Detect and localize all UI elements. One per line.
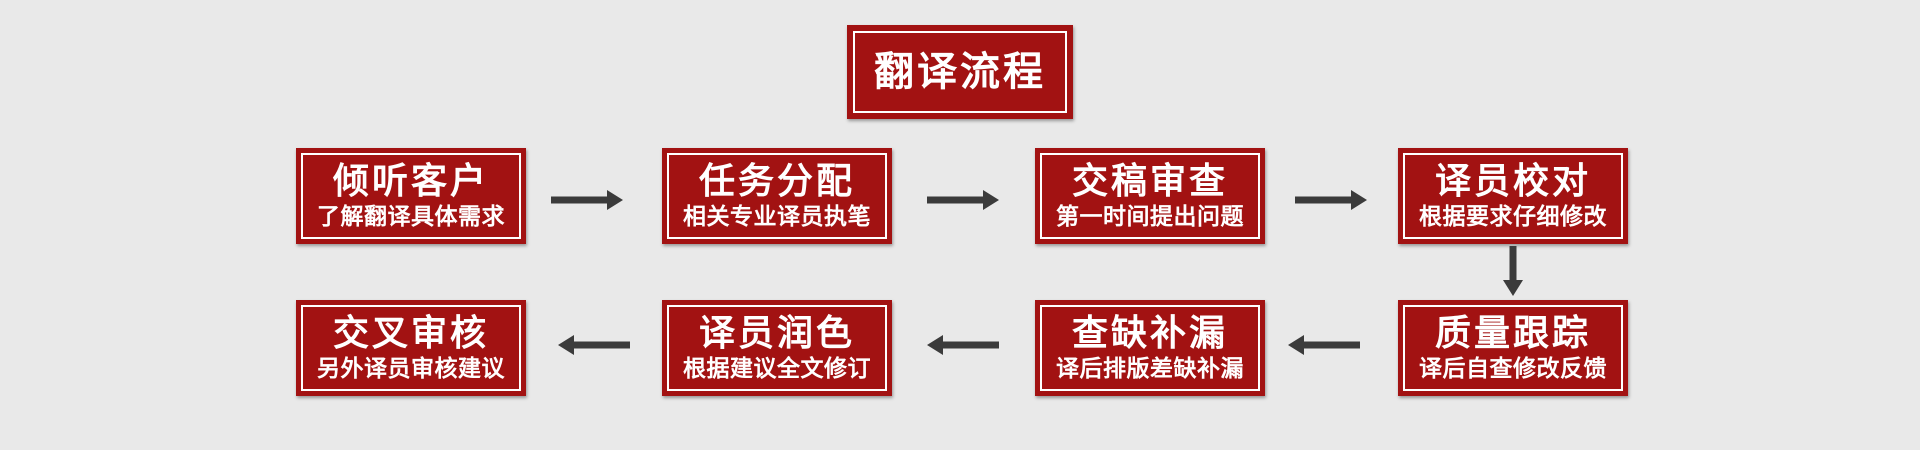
step-subtitle: 了解翻译具体需求 (317, 203, 505, 230)
flow-step-task-assignment: 任务分配 相关专业译员执笔 (662, 148, 892, 244)
step-subtitle: 根据建议全文修订 (683, 355, 871, 382)
step-heading: 倾听客户 (332, 160, 489, 202)
flowchart-title: 翻译流程 (874, 49, 1046, 95)
step-subtitle: 另外译员审核建议 (317, 355, 505, 382)
step-heading: 质量跟踪 (1434, 312, 1591, 354)
flow-step-translator-proofreading: 译员校对 根据要求仔细修改 (1398, 148, 1628, 244)
step-subtitle: 译后排版差缺补漏 (1056, 355, 1244, 382)
flow-step-listen-to-customer: 倾听客户 了解翻译具体需求 (296, 148, 526, 244)
step-heading: 译员润色 (698, 312, 855, 354)
flow-step-gap-filling: 查缺补漏 译后排版差缺补漏 (1035, 300, 1265, 396)
flowchart-title-box: 翻译流程 (847, 25, 1073, 119)
arrow-down-icon (1495, 246, 1531, 296)
arrow-left-icon (558, 327, 630, 363)
arrow-right-icon (927, 182, 999, 218)
flow-step-cross-review: 交叉审核 另外译员审核建议 (296, 300, 526, 396)
step-heading: 查缺补漏 (1071, 312, 1228, 354)
step-heading: 译员校对 (1434, 160, 1591, 202)
step-subtitle: 根据要求仔细修改 (1419, 203, 1607, 230)
flow-step-draft-review: 交稿审查 第一时间提出问题 (1035, 148, 1265, 244)
step-heading: 任务分配 (698, 160, 855, 202)
flow-step-quality-tracking: 质量跟踪 译后自查修改反馈 (1398, 300, 1628, 396)
step-subtitle: 相关专业译员执笔 (683, 203, 871, 230)
arrow-right-icon (551, 182, 623, 218)
arrow-left-icon (927, 327, 999, 363)
step-subtitle: 译后自查修改反馈 (1419, 355, 1607, 382)
step-subtitle: 第一时间提出问题 (1056, 203, 1244, 230)
arrow-left-icon (1288, 327, 1360, 363)
flow-step-translator-polishing: 译员润色 根据建议全文修订 (662, 300, 892, 396)
step-heading: 交叉审核 (332, 312, 489, 354)
step-heading: 交稿审查 (1071, 160, 1228, 202)
arrow-right-icon (1295, 182, 1367, 218)
flowchart-title-box-inner: 翻译流程 (853, 31, 1067, 113)
